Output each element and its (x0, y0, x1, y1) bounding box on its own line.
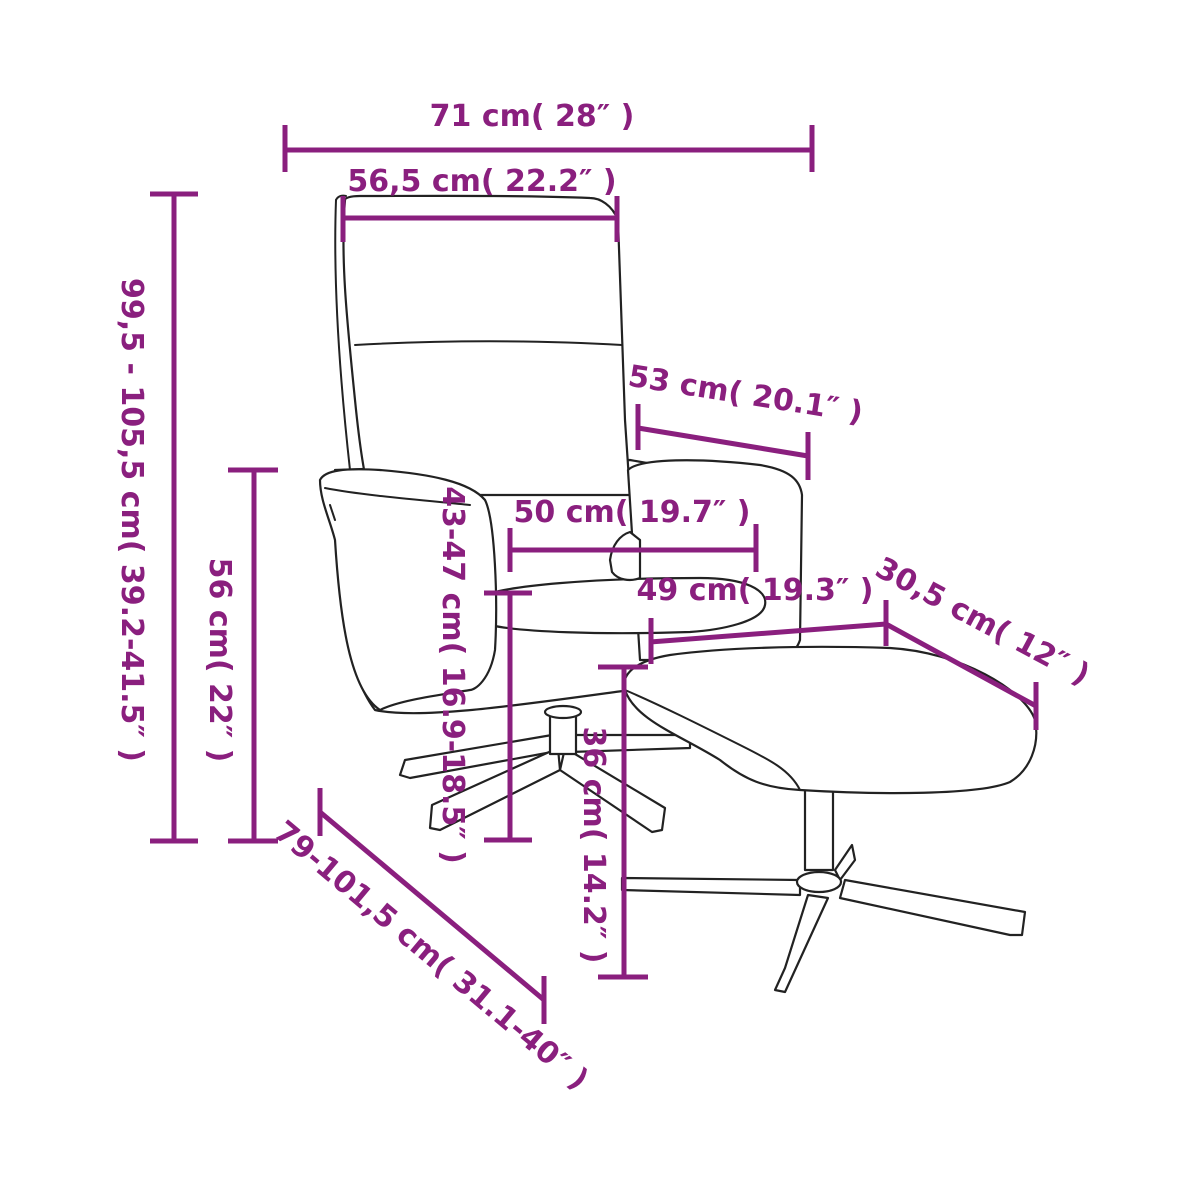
dim-armrest-height (228, 467, 278, 844)
dim-footstool-height (598, 664, 648, 980)
label-overall-width: 71 cm( 28″ ) (430, 99, 635, 134)
dim-footstool-width (884, 621, 1039, 730)
dim-armrest-length (635, 404, 811, 480)
label-armrest-length: 53 cm( 20.1″ ) (626, 359, 866, 431)
dim-seat-width (507, 524, 759, 572)
dim-footstool-length (648, 600, 889, 664)
dimension-lines (150, 125, 1039, 1024)
label-armrest-height: 56 cm( 22″ ) (202, 558, 237, 763)
footstool-base (620, 783, 1027, 994)
dim-overall-height (150, 191, 198, 844)
chair-base (398, 704, 692, 834)
chair-backrest (334, 194, 632, 497)
dim-backrest-width (340, 196, 620, 242)
chair-armrest-left (318, 468, 498, 712)
label-footstool-height: 36 cm( 14.2″ ) (576, 727, 611, 964)
recliner-chair (318, 194, 804, 834)
footstool (620, 645, 1038, 994)
label-overall-depth: 79-101,5 cm( 31.1-40″ ) (267, 814, 595, 1097)
dim-overall-width (282, 125, 815, 172)
label-seat-width: 50 cm( 19.7″ ) (514, 495, 751, 530)
label-seat-height: 43-47 cm( 16.9-18.5″ ) (435, 486, 470, 864)
footstool-cushion (623, 645, 1038, 795)
label-overall-height: 99,5 - 105,5 cm( 39.2-41.5″ ) (114, 278, 149, 762)
dim-seat-height (484, 590, 532, 843)
footstool-cushion-edge (624, 689, 801, 791)
label-footstool-length: 49 cm( 19.3″ ) (637, 573, 874, 608)
chair-lever (608, 530, 642, 582)
dim-overall-depth (317, 788, 547, 1024)
label-backrest-width: 56,5 cm( 22.2″ ) (347, 164, 616, 199)
